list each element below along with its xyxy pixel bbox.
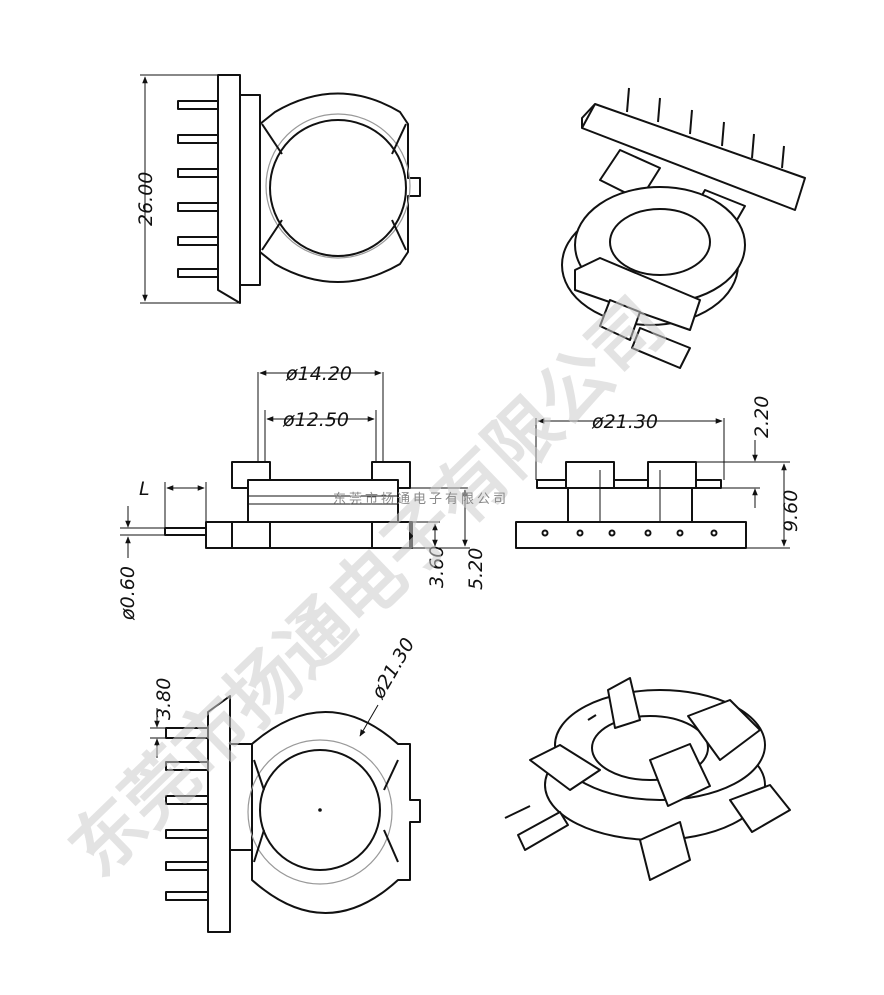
pin xyxy=(177,268,221,278)
dim-2-20-label: 2.20 xyxy=(751,396,773,438)
slot-edge xyxy=(383,759,399,791)
leader-21-30 xyxy=(359,704,379,737)
top-view: 26.00 xyxy=(135,74,421,304)
slot-edge xyxy=(261,219,283,251)
slot-edge xyxy=(253,759,265,791)
slot-edge xyxy=(253,829,265,863)
core-hole xyxy=(269,119,407,257)
pin xyxy=(177,202,221,212)
side-view: ø14.20 ø12.50 L ø0.60 xyxy=(117,363,487,621)
slot-edge xyxy=(391,219,407,251)
iso-b-post xyxy=(687,699,761,761)
pin-hole xyxy=(644,529,652,537)
iso-b-tab xyxy=(729,784,791,833)
pin xyxy=(721,121,725,147)
front-flange-line xyxy=(536,479,722,489)
dim-26-label: 26.00 xyxy=(135,172,157,226)
dim-14-20-label: ø14.20 xyxy=(285,363,352,385)
iso-view-bottom xyxy=(504,677,791,881)
iso-b-front-block xyxy=(639,821,691,881)
pin xyxy=(751,133,755,159)
bottom-inner-ring xyxy=(247,739,393,885)
pin-hole xyxy=(710,529,718,537)
dim-21-30-side-label: ø21.30 xyxy=(591,411,658,433)
dim-21-30-bottom-label: ø21.30 xyxy=(367,634,420,703)
pin xyxy=(177,100,221,110)
iso-b-pin xyxy=(504,805,531,819)
pin xyxy=(626,87,630,113)
front-post-left xyxy=(565,461,615,489)
bottom-view: 3.80 ø21.30 xyxy=(150,634,421,933)
iso-view-top xyxy=(561,87,806,369)
bottom-core-hole xyxy=(259,749,381,871)
front-base xyxy=(515,521,747,549)
side-tube xyxy=(247,479,399,525)
pin xyxy=(177,168,221,178)
pin-hole xyxy=(576,529,584,537)
iso-b-post xyxy=(649,743,711,807)
flange-outline xyxy=(259,92,421,283)
slot-edge xyxy=(261,123,283,155)
iso-pins xyxy=(626,87,785,169)
pin-hole xyxy=(541,529,549,537)
iso-core-hole xyxy=(609,208,711,276)
iso-tab xyxy=(631,327,691,369)
iso-tab xyxy=(599,299,641,341)
slot-edge xyxy=(383,829,399,863)
pin xyxy=(657,97,661,123)
side-pin xyxy=(164,527,207,536)
pins-bottom xyxy=(165,727,209,901)
pin-hole xyxy=(608,529,616,537)
iso-bottom-flange xyxy=(574,257,701,331)
iso-b-pin xyxy=(587,714,597,721)
dim-L-label: L xyxy=(139,478,150,500)
center-mark xyxy=(318,808,322,812)
front-post-right xyxy=(647,461,697,489)
bottom-flange xyxy=(251,711,421,914)
iso-b-base xyxy=(517,811,569,851)
front-view: ø21.30 2.20 9.60 xyxy=(515,396,802,549)
pin-hole xyxy=(676,529,684,537)
front-base-pin-holes xyxy=(541,529,718,537)
pin xyxy=(177,236,221,246)
pin xyxy=(781,145,785,169)
side-base-block xyxy=(231,521,271,549)
watermark-small: 东莞市扬通电子有限公司 xyxy=(333,491,509,507)
pin xyxy=(165,861,209,871)
iso-b-tab xyxy=(529,744,601,791)
dim-3-60-label: 3.60 xyxy=(426,546,448,588)
iso-edge xyxy=(581,103,596,129)
iso-b-post xyxy=(607,677,641,729)
flange-inner-ring xyxy=(265,113,411,259)
pin xyxy=(177,134,221,144)
base-block xyxy=(217,74,241,304)
pin xyxy=(165,891,209,901)
dim-12-50-label: ø12.50 xyxy=(282,409,349,431)
base-step xyxy=(239,94,261,286)
slot-edge xyxy=(391,123,407,155)
pins-left xyxy=(177,100,221,278)
pin xyxy=(689,109,693,135)
dim-3-80-label: 3.80 xyxy=(153,678,175,720)
bottom-base-block xyxy=(207,695,231,933)
dim-0-60-label: ø0.60 xyxy=(117,566,139,621)
side-base-block xyxy=(371,521,411,549)
dim-9-60-label: 9.60 xyxy=(780,490,802,532)
dim-5-20-label: 5.20 xyxy=(465,548,487,590)
